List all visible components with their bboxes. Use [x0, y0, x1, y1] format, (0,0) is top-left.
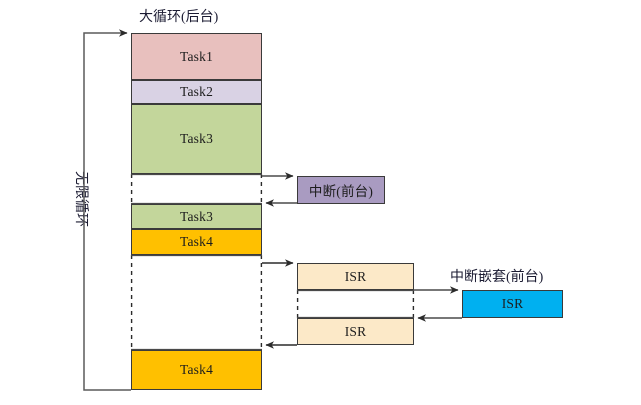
background-loop-title: 大循环(后台)	[139, 10, 219, 25]
isr-dashed-guides	[296, 290, 415, 318]
isr-gap-separators	[297, 289, 414, 319]
foreground-block-isr-2: ISR	[297, 318, 414, 345]
task-block-task4-5: Task4	[131, 350, 262, 390]
task-block-task3-3: Task3	[131, 204, 262, 229]
nested-interrupt-title: 中断嵌套(前台)	[450, 270, 544, 285]
foreground-block-中断(前台)-0: 中断(前台)	[297, 176, 385, 204]
interrupt-arrows	[262, 172, 297, 207]
task-block-task4-4: Task4	[131, 229, 262, 255]
task-block-task3-2: Task3	[131, 104, 262, 174]
isr-arrows	[262, 259, 297, 349]
foreground-block-isr-3: ISR	[462, 290, 563, 318]
task-block-task2-1: Task2	[131, 80, 262, 104]
infinite-loop-label: 无限循环	[73, 171, 88, 227]
foreground-block-isr-1: ISR	[297, 263, 414, 290]
column-dashed-guides	[130, 174, 263, 350]
gap-separators	[131, 173, 262, 351]
task-block-task1-0: Task1	[131, 33, 262, 80]
nested-interrupt-arrows	[414, 286, 462, 322]
